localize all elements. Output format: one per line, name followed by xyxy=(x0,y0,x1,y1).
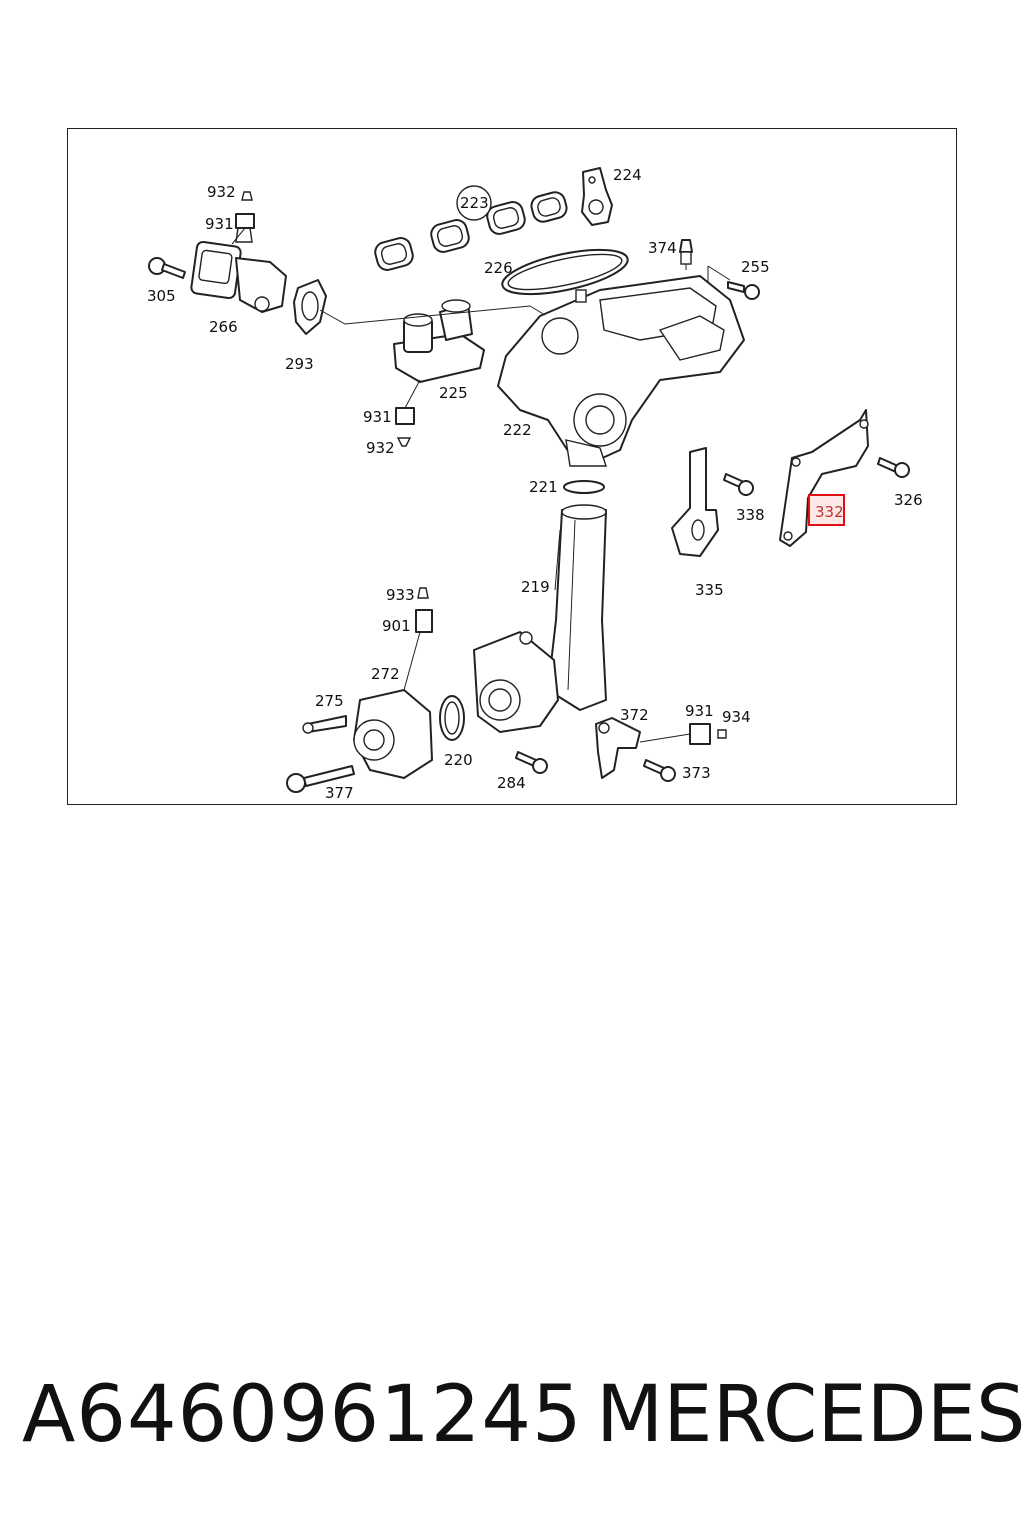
callout-931[interactable]: 931 xyxy=(363,408,392,426)
callout-377[interactable]: 377 xyxy=(325,784,354,802)
callout-305[interactable]: 305 xyxy=(147,287,176,305)
callout-933[interactable]: 933 xyxy=(386,586,415,604)
bleed-screw-374[interactable] xyxy=(679,239,693,270)
o-ring-220[interactable] xyxy=(439,695,465,741)
o-ring-221[interactable] xyxy=(563,480,605,494)
callout-255[interactable]: 255 xyxy=(741,258,770,276)
actuator-225[interactable] xyxy=(393,299,485,383)
callout-326[interactable]: 326 xyxy=(894,491,923,509)
connector-931-934-right[interactable] xyxy=(689,723,727,745)
callout-266[interactable]: 266 xyxy=(209,318,238,336)
throttle-housing[interactable] xyxy=(473,631,559,733)
callout-932[interactable]: 932 xyxy=(207,183,236,201)
callout-934[interactable]: 934 xyxy=(722,708,751,726)
seal-ring-226[interactable] xyxy=(499,241,632,303)
callout-220[interactable]: 220 xyxy=(444,751,473,769)
bolt-373[interactable] xyxy=(643,759,676,782)
bracket-335[interactable] xyxy=(671,447,719,557)
sensor-372[interactable] xyxy=(595,717,641,779)
throttle-actuator-272[interactable] xyxy=(353,631,433,779)
callout-221[interactable]: 221 xyxy=(529,478,558,496)
connector-931-932-center[interactable] xyxy=(395,379,421,447)
callout-901[interactable]: 901 xyxy=(382,617,411,635)
gasket-224[interactable] xyxy=(581,167,613,226)
callout-226[interactable]: 226 xyxy=(484,259,513,277)
bolt-326[interactable] xyxy=(877,457,910,478)
part-number-label: A6460961245 xyxy=(22,1370,583,1460)
bolt-305[interactable] xyxy=(148,257,186,279)
callout-222[interactable]: 222 xyxy=(503,421,532,439)
bolt-255[interactable] xyxy=(727,281,760,300)
connector-932-931-left[interactable] xyxy=(231,191,255,245)
intake-housing-222[interactable] xyxy=(497,275,745,467)
callout-931[interactable]: 931 xyxy=(205,215,234,233)
gasket-set-223[interactable] xyxy=(373,185,569,272)
pipe-219[interactable] xyxy=(547,504,607,711)
callout-272[interactable]: 272 xyxy=(371,665,400,683)
callout-223[interactable]: 223 xyxy=(460,194,489,212)
callout-335[interactable]: 335 xyxy=(695,581,724,599)
bolt-338[interactable] xyxy=(723,473,754,496)
callout-374[interactable]: 374 xyxy=(648,239,677,257)
connector-933-901[interactable] xyxy=(415,587,433,633)
callout-219[interactable]: 219 xyxy=(521,578,550,596)
bolt-284[interactable] xyxy=(515,751,548,774)
callout-931[interactable]: 931 xyxy=(685,702,714,720)
egr-actuator-266[interactable] xyxy=(190,227,287,313)
callout-332-highlighted[interactable]: 332 xyxy=(815,503,844,521)
bolt-377[interactable] xyxy=(286,765,355,793)
callout-338[interactable]: 338 xyxy=(736,506,765,524)
callout-293[interactable]: 293 xyxy=(285,355,314,373)
screw-275[interactable] xyxy=(302,715,347,734)
callout-284[interactable]: 284 xyxy=(497,774,526,792)
bracket-332[interactable] xyxy=(779,409,869,547)
callout-275[interactable]: 275 xyxy=(315,692,344,710)
callout-225[interactable]: 225 xyxy=(439,384,468,402)
callout-932[interactable]: 932 xyxy=(366,439,395,457)
brand-label: MERCEDES xyxy=(596,1370,1024,1460)
gasket-293[interactable] xyxy=(293,279,327,335)
callout-224[interactable]: 224 xyxy=(613,166,642,184)
callout-372[interactable]: 372 xyxy=(620,706,649,724)
callout-373[interactable]: 373 xyxy=(682,764,711,782)
highlight-box-332 xyxy=(808,494,845,526)
